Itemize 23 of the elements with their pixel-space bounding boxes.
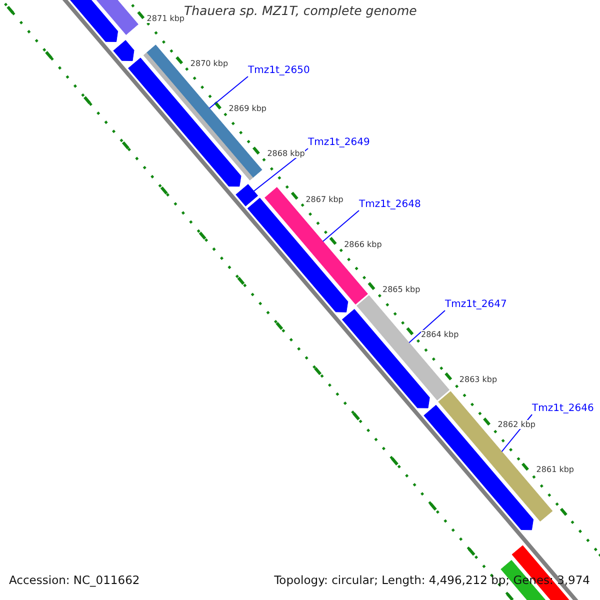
- scale-label: 2863 kbp: [459, 375, 498, 384]
- scale-label: 2868 kbp: [267, 149, 305, 158]
- map-title: Thauera sp. MZ1T, complete genome: [184, 4, 417, 18]
- accession-text: Accession: NC_011662: [9, 574, 140, 588]
- scale-label: 2862 kbp: [498, 420, 536, 430]
- leader-line: [408, 310, 446, 344]
- gene-label: Tmz1t_2650: [248, 65, 310, 76]
- leader-line: [322, 210, 360, 242]
- gene-feature-bar: [236, 184, 258, 206]
- gene-label: Tmz1t_2647: [445, 299, 507, 310]
- genome-info-text: Topology: circular; Length: 4,496,212 bp; Genes: 3,974: [274, 574, 590, 588]
- scale-label: 2869 kbp: [228, 104, 266, 114]
- scale-label: 2864 kbp: [421, 330, 459, 340]
- scale-label: 2871 kbp: [146, 14, 184, 23]
- gene-label: Tmz1t_2648: [359, 199, 421, 210]
- scale-label: 2861 kbp: [536, 465, 574, 475]
- scale-label: 2866 kbp: [344, 240, 382, 249]
- scale-label: 2867 kbp: [306, 194, 344, 204]
- scale-label: 2870 kbp: [190, 59, 228, 68]
- gene-label: Tmz1t_2649: [308, 137, 370, 148]
- gene-label: Tmz1t_2646: [532, 403, 594, 414]
- scale-label: 2865 kbp: [382, 284, 420, 294]
- leader-line: [209, 76, 248, 109]
